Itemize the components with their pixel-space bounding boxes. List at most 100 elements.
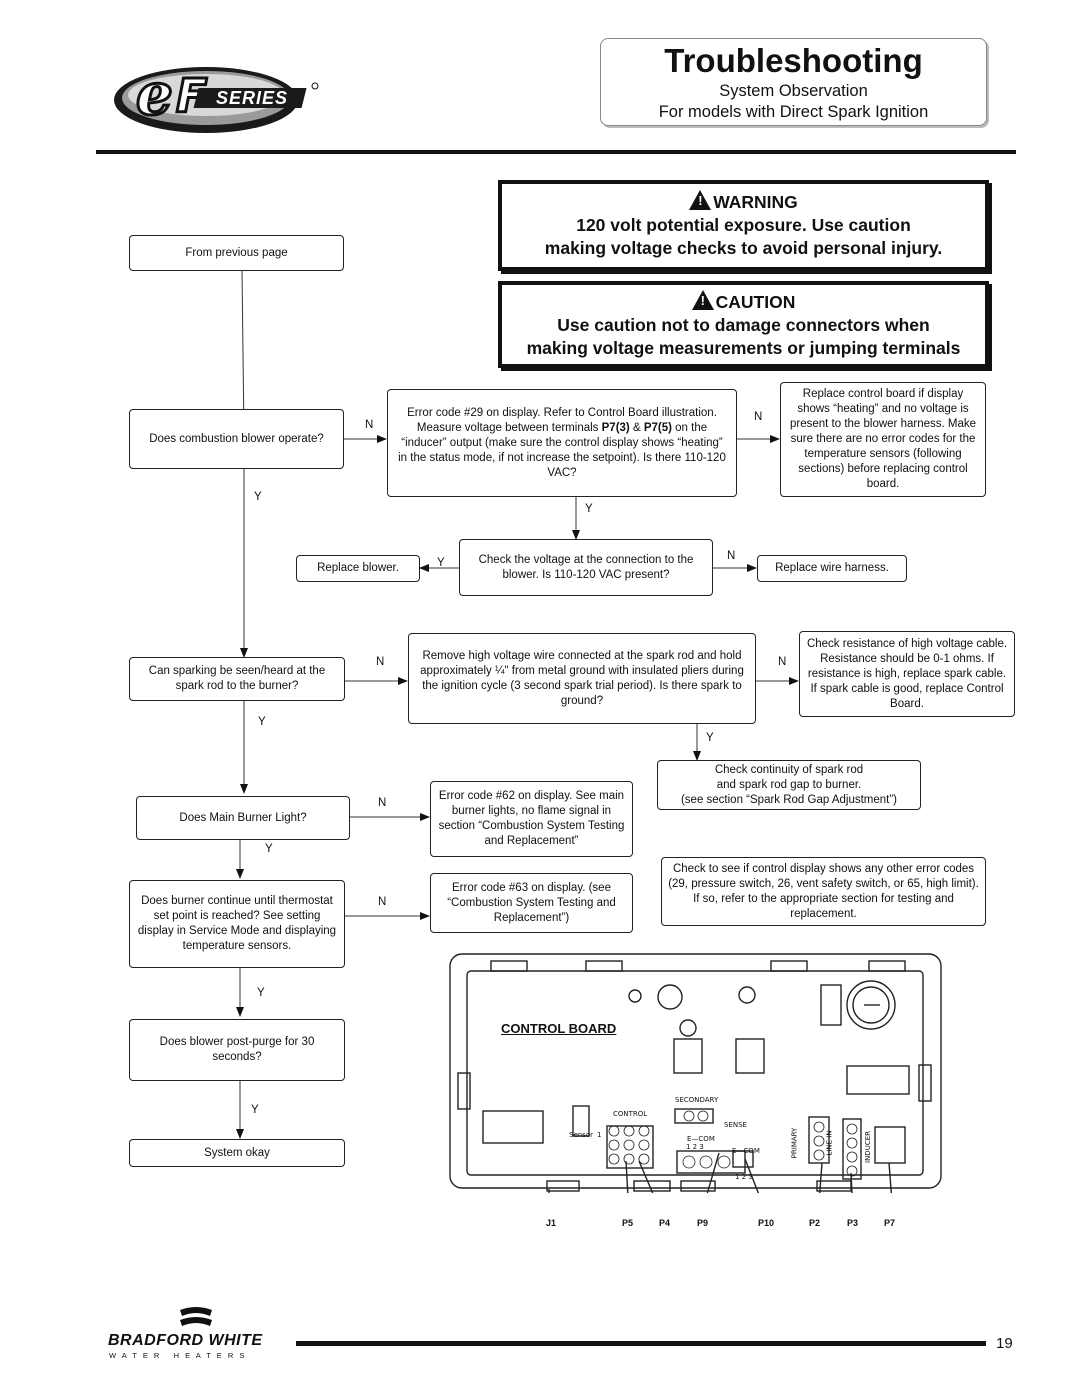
board-sensor-num: 1 [597, 1131, 602, 1139]
label-n: N [754, 411, 763, 423]
err29-text-e: on the “inducer” output (make sure the c… [398, 421, 726, 479]
replace-board-text: Replace control board if display shows “… [789, 388, 977, 490]
connector-p4: P4 [659, 1218, 671, 1228]
check-resistance-box: Check resistance of high voltage cable. … [799, 631, 1015, 717]
board-sense-label: SENSE [724, 1121, 747, 1129]
q-postpurge-box: Does blower post-purge for 30 seconds? [129, 1019, 345, 1081]
caution-heading: CAUTION [715, 292, 796, 312]
subtitle-2: For models with Direct Spark Ignition [658, 103, 929, 121]
replace-harness-text: Replace wire harness. [775, 562, 889, 574]
board-sensor-label: Sensor [569, 1131, 593, 1139]
check-continuity-box: Check continuity of spark rod and spark … [657, 760, 921, 810]
q-spark-box: Can sparking be seen/heard at the spark … [129, 657, 345, 701]
label-y: Y [706, 732, 714, 744]
system-okay-box: System okay [129, 1139, 345, 1167]
label-n: N [778, 656, 787, 668]
err29-text-a: Error code #29 on display. Refer to Cont… [407, 406, 717, 434]
connector-p10: P10 [758, 1218, 775, 1228]
from-previous-page-box: From previous page [129, 235, 344, 271]
label-y: Y [265, 843, 273, 855]
svg-text:e: e [136, 60, 173, 128]
q-continue-text: Does burner continue until thermostat se… [137, 895, 337, 952]
warning-line-2: making voltage checks to avoid personal … [544, 238, 943, 258]
footer-brand: BRADFORD WHITE [108, 1332, 263, 1349]
label-n: N [378, 797, 387, 809]
footer-rule [296, 1341, 986, 1346]
caution-icon: ! [691, 290, 714, 310]
replace-board-box: Replace control board if display shows “… [780, 382, 986, 497]
page-number: 19 [996, 1335, 1013, 1352]
board-ecom-label-2: E—COM [732, 1147, 760, 1155]
check-continuity-text-2: (see section “Spark Rod Gap Adjustment”) [680, 793, 898, 806]
connector-p3: P3 [847, 1218, 859, 1228]
logo-text: SERIES [216, 88, 289, 108]
replace-blower-box: Replace blower. [296, 555, 420, 582]
error-29-box: Error code #29 on display. Refer to Cont… [387, 389, 737, 497]
q-main-burner-text: Does Main Burner Light? [179, 811, 307, 824]
connector-p7: P7 [884, 1218, 896, 1228]
err63-text: Error code #63 on display. (see “Combust… [447, 881, 616, 924]
q-main-burner-box: Does Main Burner Light? [136, 796, 350, 840]
bradford-white-logo [176, 1306, 216, 1334]
caution-line-2: making voltage measurements or jumping t… [526, 338, 961, 358]
q-spark-text: Can sparking be seen/heard at the spark … [148, 665, 326, 692]
q-postpurge-text: Does blower post-purge for 30 seconds? [159, 1036, 315, 1063]
label-y: Y [251, 1104, 259, 1116]
label-n: N [365, 419, 374, 431]
check-other-text: Check to see if control display shows an… [668, 862, 979, 920]
label-n: N [378, 896, 387, 908]
page-title: Troubleshooting [664, 42, 923, 79]
label-y: Y [585, 503, 593, 515]
connector-j1: J1 [546, 1218, 557, 1228]
replace-harness-box: Replace wire harness. [757, 555, 907, 582]
board-primary-label: PRIMARY [790, 1127, 799, 1159]
q-continue-box: Does burner continue until thermostat se… [129, 880, 345, 968]
caution-box: !CAUTION Use caution not to damage conne… [498, 281, 989, 368]
caution-line-1: Use caution not to damage connectors whe… [557, 315, 930, 335]
err29-terminal-1: P7(3) [601, 421, 630, 434]
label-y: Y [258, 716, 266, 728]
from-previous-page-text: From previous page [185, 246, 288, 259]
check-blower-voltage-text: Check the voltage at the connection to t… [478, 553, 694, 581]
label-n: N [376, 656, 385, 668]
error-63-box: Error code #63 on display. (see “Combust… [430, 873, 633, 933]
label-y: Y [437, 557, 445, 569]
error-62-box: Error code #62 on display. See main burn… [430, 781, 633, 857]
check-resistance-text: Check resistance of high voltage cable. … [806, 637, 1008, 710]
board-ecom-label-1: E—COM [687, 1135, 715, 1143]
warning-line-1: 120 volt potential exposure. Use caution [576, 215, 911, 235]
warning-icon: ! [689, 190, 712, 210]
warning-heading: WARNING [713, 192, 798, 212]
control-board-diagram: CONTROL BOARD Sensor 1 CONTROL SECONDARY… [449, 953, 943, 1216]
footer-brand-sub: W A T E R H E A T E R S [109, 1351, 247, 1360]
check-blower-voltage-box: Check the voltage at the connection to t… [459, 539, 713, 596]
warning-box: !WARNING 120 volt potential exposure. Us… [498, 180, 989, 271]
err29-terminal-2: P7(5) [643, 421, 672, 434]
check-other-box: Check to see if control display shows an… [661, 857, 986, 926]
replace-blower-text: Replace blower. [317, 562, 399, 574]
remove-hv-box: Remove high voltage wire connected at th… [408, 633, 756, 724]
connector-p2: P2 [809, 1218, 821, 1228]
board-secondary-label: SECONDARY [675, 1096, 719, 1104]
connector-p9: P9 [697, 1218, 709, 1228]
q-blower-box: Does combustion blower operate? [129, 409, 344, 469]
ef-series-logo: e F SERIES [108, 58, 323, 136]
board-line-in-label: LINE IN [825, 1130, 834, 1156]
err29-text-c: & [629, 421, 644, 434]
board-sense-numbers: 1 2 3 [735, 1173, 753, 1181]
check-continuity-text-1: Check continuity of spark rod and spark … [714, 763, 864, 791]
system-okay-text: System okay [204, 1146, 270, 1159]
board-inducer-label: INDUCER [864, 1131, 872, 1163]
title-box: Troubleshooting System Observation For m… [600, 38, 987, 126]
label-y: Y [257, 987, 265, 999]
label-y: Y [254, 491, 262, 503]
label-n: N [727, 550, 736, 562]
board-title: CONTROL BOARD [501, 1021, 617, 1036]
board-control-label: CONTROL [613, 1110, 648, 1118]
remove-hv-text: Remove high voltage wire connected at th… [420, 649, 744, 707]
connector-p5: P5 [622, 1218, 634, 1228]
subtitle-1: System Observation [719, 82, 868, 100]
err62-text: Error code #62 on display. See main burn… [438, 790, 625, 847]
header-rule [96, 150, 1016, 154]
